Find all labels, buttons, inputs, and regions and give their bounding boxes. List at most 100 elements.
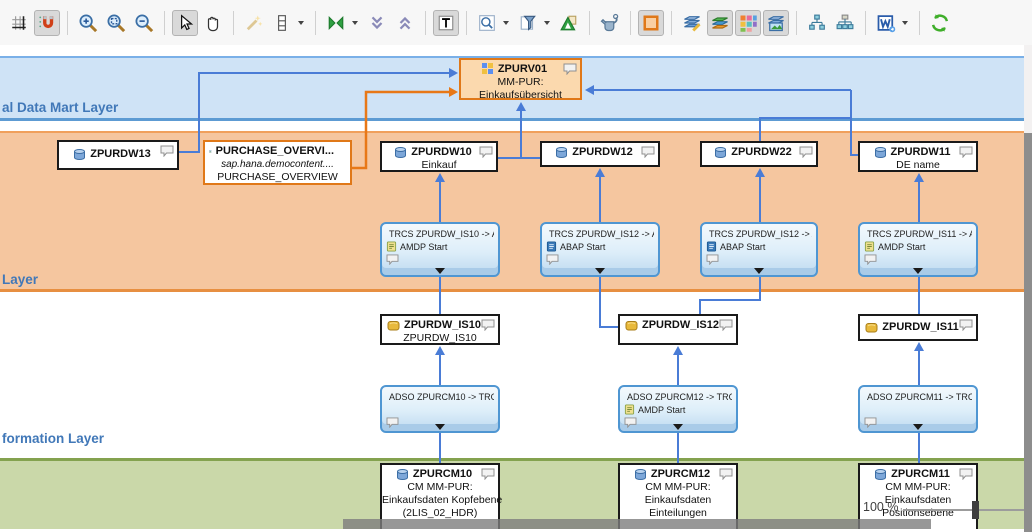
word-export-icon <box>877 14 896 32</box>
grid-snap-button[interactable] <box>6 10 32 36</box>
comment-icon <box>864 417 877 428</box>
transform-t5[interactable]: ADSO ZPURCM10 -> TRCS ZP... <box>380 385 500 433</box>
comment-icon[interactable] <box>959 146 973 161</box>
expand-triangle-icon[interactable] <box>595 268 605 274</box>
node-zpurdw-is11[interactable]: ZPURDW_IS11 <box>858 314 978 341</box>
node-line: Einkaufsdaten <box>644 494 712 506</box>
collapse-all-button[interactable] <box>364 10 390 36</box>
highlight-color-button[interactable] <box>638 9 664 36</box>
text-mode-button[interactable] <box>433 9 459 36</box>
compositeprovider-icon <box>481 63 493 74</box>
node-line: Einteilungen <box>649 507 707 519</box>
node-zpurdw-is10[interactable]: ZPURDW_IS10 ZPURDW_IS10 <box>380 314 500 345</box>
transform-t6[interactable]: ADSO ZPURCM12 -> TRCS ZP... AMDP Start <box>618 385 738 433</box>
infosource-icon <box>387 320 400 330</box>
zoom-slider-track[interactable] <box>903 509 1032 511</box>
layout-options-button[interactable] <box>269 10 295 36</box>
toolbar-separator <box>315 10 316 35</box>
layers-image-button[interactable] <box>763 9 789 36</box>
auto-arrange-button[interactable] <box>241 10 267 36</box>
adso-icon <box>396 468 408 480</box>
layer-label-datamart: al Data Mart Layer <box>2 100 119 115</box>
node-purchase-overview[interactable]: PURCHASE_OVERVI... sap.hana.democontent.… <box>203 140 352 185</box>
transform-t1[interactable]: TRCS ZPURDW_IS10 -> ADSO... AMDP Start <box>380 222 500 277</box>
zoom-out-button[interactable] <box>131 10 157 36</box>
comment-icon[interactable] <box>481 468 495 483</box>
toolbar-separator <box>425 10 426 35</box>
transformation-jump-caret[interactable] <box>352 20 358 25</box>
transform-start: AMDP Start <box>400 241 448 252</box>
comment-icon[interactable] <box>479 146 493 161</box>
comment-icon[interactable] <box>799 146 813 161</box>
zoom-control: 100 % <box>855 496 1032 522</box>
expand-triangle-icon[interactable] <box>913 268 923 274</box>
comment-icon[interactable] <box>481 319 495 334</box>
hierarchy-org-button[interactable] <box>832 10 858 36</box>
layers-pencil-icon <box>684 15 701 32</box>
zoom-in-button[interactable] <box>75 10 101 36</box>
grid-icon <box>12 15 26 30</box>
transform-title: ADSO ZPURCM12 -> TRCS ZP... <box>627 391 732 402</box>
expand-triangle-icon[interactable] <box>913 424 923 430</box>
node-zpurdw10[interactable]: ZPURDW10 Einkauf <box>380 141 498 172</box>
node-title: ZPURCM11 <box>891 468 950 480</box>
node-zpurv01[interactable]: ZPURV01 MM-PUR: Einkaufsübersicht <box>459 58 582 101</box>
comment-icon <box>864 254 877 265</box>
transform-t2[interactable]: TRCS ZPURDW_IS12 -> ADSO... ABAP Start <box>540 222 660 277</box>
node-zpurdw12[interactable]: ZPURDW12 <box>540 141 660 167</box>
expand-triangle-icon[interactable] <box>673 424 683 430</box>
watering-can-icon <box>600 13 619 31</box>
scale-tool-button[interactable] <box>556 10 582 36</box>
export-word-button[interactable] <box>873 10 899 36</box>
magnet-snap-button[interactable] <box>34 9 60 36</box>
transform-title: TRCS ZPURDW_IS10 -> ADSO... <box>389 228 494 239</box>
node-title: ZPURDW13 <box>90 148 151 160</box>
expand-triangle-icon[interactable] <box>754 268 764 274</box>
magic-wand-icon <box>246 15 263 30</box>
hierarchy-small-button[interactable] <box>804 10 830 36</box>
horizontal-scrollbar[interactable] <box>343 519 931 529</box>
vertical-scrollbar-thumb[interactable] <box>1024 133 1032 532</box>
toolbar-separator <box>865 10 866 35</box>
magnifier-options-button[interactable] <box>474 10 500 36</box>
select-cursor-button[interactable] <box>172 9 198 36</box>
vertical-scrollbar-track[interactable] <box>1024 45 1032 532</box>
layers-fill-button[interactable] <box>707 9 733 36</box>
zoom-slider-handle[interactable] <box>972 501 979 519</box>
zoom-box-button[interactable] <box>103 10 129 36</box>
transform-t4[interactable]: TRCS ZPURDW_IS11 -> ADSO... AMDP Start <box>858 222 978 277</box>
comment-icon[interactable] <box>959 319 973 334</box>
layers-edit-button[interactable] <box>679 10 705 36</box>
comment-icon[interactable] <box>160 145 174 160</box>
comment-icon[interactable] <box>719 468 733 483</box>
adso-icon <box>715 146 727 158</box>
filter-options-button[interactable] <box>515 10 541 36</box>
amdp-icon <box>864 241 875 252</box>
transform-t7[interactable]: ADSO ZPURCM11 -> TRCS ZP... <box>858 385 978 433</box>
refresh-button[interactable] <box>927 10 953 36</box>
filter-options-caret[interactable] <box>544 20 550 25</box>
node-zpurdw11[interactable]: ZPURDW11 DE name <box>858 141 978 172</box>
comment-icon[interactable] <box>641 146 655 161</box>
expand-all-button[interactable] <box>392 10 418 36</box>
pan-hand-button[interactable] <box>200 10 226 36</box>
cursor-icon <box>181 13 194 30</box>
comment-icon[interactable] <box>719 319 733 334</box>
magnifier-options-caret[interactable] <box>503 20 509 25</box>
node-subtitle: DE name <box>896 159 940 171</box>
layout-options-caret[interactable] <box>298 20 304 25</box>
node-zpurdw-is12[interactable]: ZPURDW_IS12 <box>618 314 738 345</box>
comment-icon[interactable] <box>563 63 577 78</box>
expand-triangle-icon[interactable] <box>435 268 445 274</box>
color-palette-button[interactable] <box>735 9 761 36</box>
node-zpurdw13[interactable]: ZPURDW13 <box>57 140 179 170</box>
export-word-caret[interactable] <box>902 20 908 25</box>
watering-can-button[interactable] <box>597 10 623 36</box>
zoom-in-icon <box>79 14 98 32</box>
transform-t3[interactable]: TRCS ZPURDW_IS12 -> ADSO... ABAP Start <box>700 222 818 277</box>
transformation-jump-button[interactable] <box>323 10 349 36</box>
expand-triangle-icon[interactable] <box>435 424 445 430</box>
node-zpurdw22[interactable]: ZPURDW22 <box>700 141 818 167</box>
node-title: PURCHASE_OVERVI... <box>215 145 334 157</box>
comment-icon[interactable] <box>959 468 973 483</box>
